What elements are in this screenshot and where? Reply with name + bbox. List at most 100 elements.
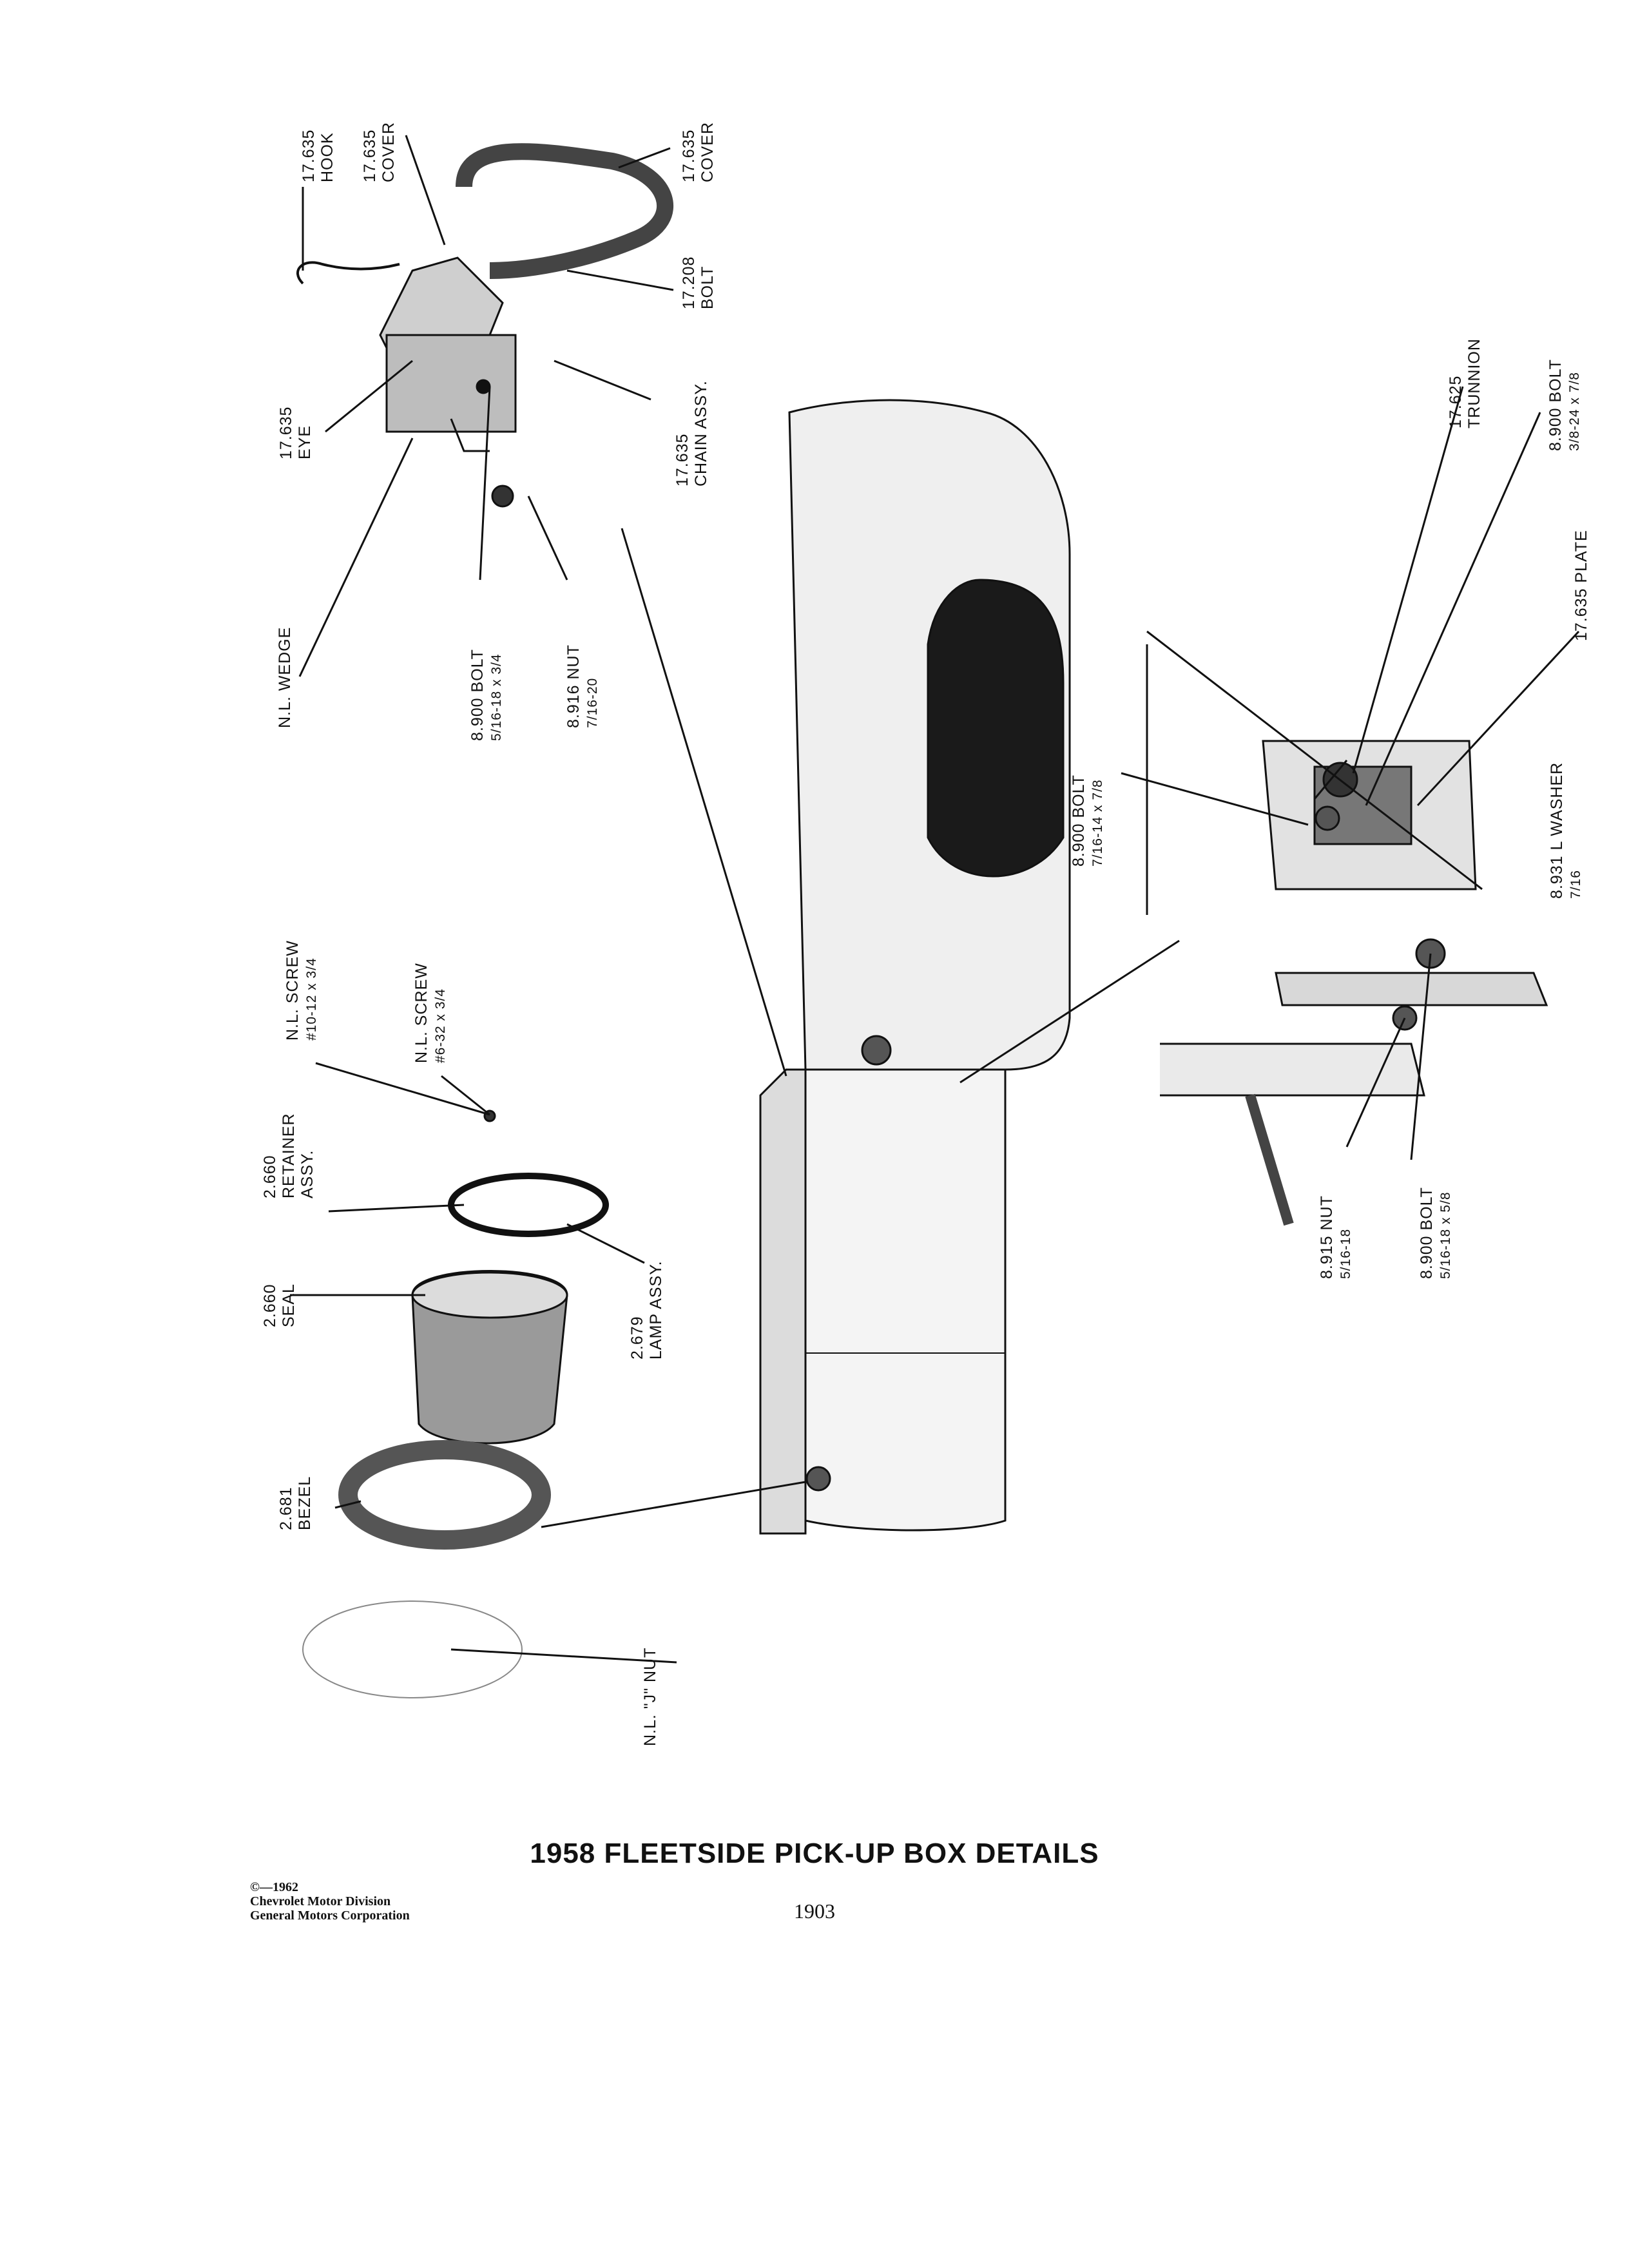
leader-nut-a <box>527 495 568 581</box>
copyright-line-2: Chevrolet Motor Division <box>250 1894 391 1908</box>
label-seal-num: 2.660 <box>261 1283 279 1327</box>
label-bolt-c-name: 8.900 BOLT <box>1070 774 1088 867</box>
label-bolt-c: 8.900 BOLT 7/16-14 x 7/8 <box>1070 774 1107 867</box>
label-lamp-num: 2.679 <box>628 1316 646 1360</box>
label-bolt-17208: 17.208 BOLT <box>680 256 717 309</box>
label-trunnion: 17.625 TRUNNION <box>1447 338 1484 428</box>
label-cover-b: 17.635 COVER <box>680 122 717 182</box>
leader-bolt-b <box>1365 412 1541 806</box>
label-bezel: 2.681 BEZEL <box>277 1476 314 1530</box>
label-bolt-d-name: 8.900 BOLT <box>1418 1187 1436 1279</box>
label-cover-a-name: COVER <box>380 122 398 182</box>
label-bolt-d-size: 5/16-18 x 5/8 <box>1438 1191 1453 1279</box>
leader-j-nut <box>450 1648 677 1664</box>
page-title: 1958 FLEETSIDE PICK-UP BOX DETAILS <box>530 1838 1099 1869</box>
leader-chain <box>554 360 651 401</box>
leader-retainer <box>328 1204 465 1213</box>
retainer-ring <box>448 1173 609 1237</box>
label-screw-a-size: #10-12 x 3/4 <box>304 957 319 1041</box>
box-side-panel <box>798 1068 1007 1532</box>
label-hook-num: 17.635 <box>300 129 318 182</box>
label-bezel-name: BEZEL <box>296 1475 314 1530</box>
label-bezel-num: 2.681 <box>277 1486 295 1530</box>
bezel-ring <box>338 1440 551 1550</box>
copyright-block: ©—1962 Chevrolet Motor Division General … <box>250 1880 410 1923</box>
leader-bezel <box>334 1500 361 1509</box>
label-nut-a: 8.916 NUT 7/16-20 <box>564 644 602 728</box>
label-eye-num: 17.635 <box>277 406 295 459</box>
label-plate: 17.635 PLATE <box>1572 530 1591 641</box>
label-screw-b: N.L. SCREW #6-32 x 3/4 <box>412 963 450 1063</box>
label-bolt-c-size: 7/16-14 x 7/8 <box>1090 779 1105 867</box>
label-j-nut: N.L. "J" NUT <box>641 1648 660 1746</box>
wheel-well <box>927 579 1065 878</box>
label-j-nut-name: N.L. "J" NUT <box>641 1647 659 1746</box>
label-screw-a-name: N.L. SCREW <box>284 940 302 1041</box>
label-retainer-num: 2.660 <box>261 1155 279 1198</box>
label-nut-a-size: 7/16-20 <box>585 677 600 728</box>
label-lamp-name: LAMP ASSY. <box>647 1260 665 1360</box>
leader-cover-a <box>405 135 446 245</box>
leader-bolt-d <box>1410 953 1432 1160</box>
label-screw-b-size: #6-32 x 3/4 <box>433 988 448 1063</box>
label-retainer-name: RETAINER <box>280 1113 298 1198</box>
label-washer-size: 7/16 <box>1568 870 1583 899</box>
chain-cover <box>456 143 673 279</box>
label-screw-b-name: N.L. SCREW <box>412 963 430 1063</box>
label-retainer-extra: ASSY. <box>298 1149 316 1198</box>
label-cover-b-num: 17.635 <box>680 129 698 182</box>
label-washer: 8.931 L WASHER 7/16 <box>1548 762 1585 899</box>
label-bolt-17208-name: BOLT <box>699 265 717 309</box>
leader-lamp <box>566 1223 645 1264</box>
label-chain: 17.635 CHAIN ASSY. <box>673 380 711 486</box>
label-cover-b-name: COVER <box>699 122 717 182</box>
box-rail <box>1275 972 1548 1006</box>
label-trunnion-num: 17.625 <box>1447 375 1465 428</box>
label-plate-name: 17.635 PLATE <box>1572 530 1590 641</box>
leader-bolt-a <box>479 386 491 581</box>
label-bolt-b-size: 3/8-24 x 7/8 <box>1567 372 1582 451</box>
label-bolt-17208-num: 17.208 <box>680 256 698 309</box>
label-wedge: N.L. WEDGE <box>276 627 294 728</box>
leader-washer <box>1313 760 1348 800</box>
label-nut-b-size: 5/16-18 <box>1338 1228 1353 1279</box>
label-nut-b: 8.915 NUT 5/16-18 <box>1318 1195 1355 1279</box>
label-bolt-a-name: 8.900 BOLT <box>468 649 487 741</box>
leader-screw-b <box>441 1075 490 1116</box>
page-number: 1903 <box>794 1899 835 1923</box>
leader-bolt-c <box>1121 772 1309 826</box>
label-cover-a: 17.635 COVER <box>361 122 398 182</box>
label-washer-name: 8.931 L WASHER <box>1548 762 1566 899</box>
leader-bezel-to-box <box>541 1481 806 1528</box>
label-hook: 17.635 HOOK <box>300 130 337 182</box>
leader-long-upper <box>621 528 787 1077</box>
tail-lamp-hole <box>861 1035 892 1066</box>
label-hook-name: HOOK <box>318 132 336 182</box>
label-bolt-b: 8.900 BOLT 3/8-24 x 7/8 <box>1547 359 1584 451</box>
label-bolt-d: 8.900 BOLT 5/16-18 x 5/8 <box>1418 1187 1455 1279</box>
copyright-line-3: General Motors Corporation <box>250 1908 410 1923</box>
lamp-hole-lower <box>805 1466 831 1492</box>
leader-long-lower <box>959 939 1180 1084</box>
copyright-line-1: ©—1962 <box>250 1880 298 1894</box>
label-bolt-b-name: 8.900 BOLT <box>1547 359 1565 451</box>
hook-icon <box>296 261 400 285</box>
label-seal-name: SEAL <box>280 1283 298 1327</box>
leader-trunnion <box>1352 386 1464 774</box>
label-screw-a: N.L. SCREW #10-12 x 3/4 <box>284 940 321 1041</box>
label-seal: 2.660 SEAL <box>261 1283 298 1327</box>
leader-screw-a <box>315 1062 490 1116</box>
label-chain-num: 17.635 <box>673 433 691 486</box>
label-bolt-a: 8.900 BOLT 5/16-18 x 3/4 <box>468 649 506 741</box>
label-nut-b-name: 8.915 NUT <box>1318 1195 1336 1279</box>
label-eye-name: EYE <box>296 425 314 459</box>
leader-bolt-17208 <box>566 269 674 291</box>
label-retainer: 2.660 RETAINER ASSY. <box>261 1113 317 1198</box>
label-wedge-name: N.L. WEDGE <box>276 626 294 728</box>
label-nut-a-name: 8.916 NUT <box>564 644 583 728</box>
label-eye: 17.635 EYE <box>277 407 314 459</box>
j-nut-mount <box>302 1600 523 1698</box>
label-lamp: 2.679 LAMP ASSY. <box>628 1260 666 1360</box>
label-cover-a-num: 17.635 <box>361 129 379 182</box>
label-trunnion-name: TRUNNION <box>1465 338 1483 428</box>
